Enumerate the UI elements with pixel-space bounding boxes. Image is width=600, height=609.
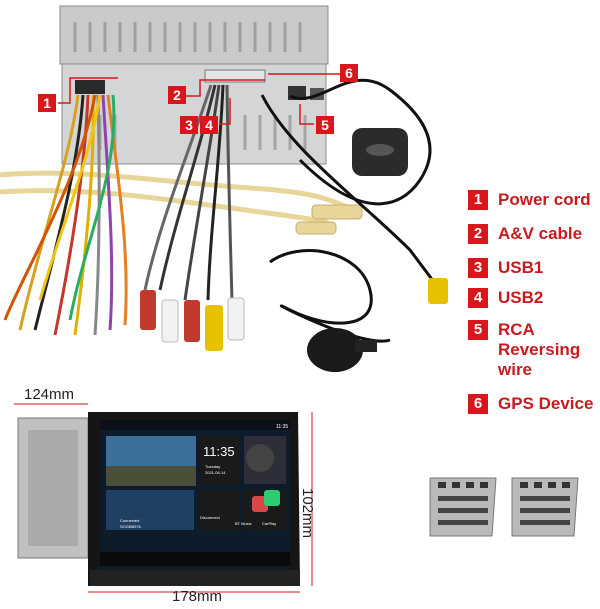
callout-3: 3	[180, 116, 198, 134]
legend-badge: 3	[468, 258, 488, 278]
reversing-wire	[260, 94, 442, 291]
legend-item-power-cord: 1 Power cord	[468, 190, 591, 210]
legend-label: USB2	[498, 288, 544, 307]
screen-weekday: Tuesday	[205, 464, 220, 469]
legend-badge: 6	[468, 394, 488, 414]
head-unit-front	[17, 412, 300, 586]
callout-4: 4	[200, 116, 218, 134]
callout-2: 2	[168, 86, 186, 104]
disconnect-label: Disconnect	[200, 515, 221, 520]
legend-item-rca-reversing-wire: 5 RCA Reversing wire	[468, 320, 580, 380]
legend-label: GPS Device	[498, 394, 594, 413]
legend-label: A&V cable	[498, 224, 583, 243]
gps-antenna	[289, 78, 432, 206]
legend-badge: 2	[468, 224, 488, 244]
legend-badge: 1	[468, 190, 488, 210]
screen-text: 11:35 11:35 Tuesday 2021-06-14 Connected…	[120, 424, 288, 529]
carplay-label: CarPlay	[262, 521, 276, 526]
device-name: SOGBB576	[120, 524, 142, 529]
legend-item-usb1: 3 USB1	[468, 258, 543, 278]
screen-date: 2021-06-14	[205, 470, 226, 475]
legend-badge: 4	[468, 288, 488, 308]
bt-music-label: BT Music	[235, 521, 252, 526]
microphone	[269, 249, 391, 372]
power-cord-wires	[3, 94, 128, 336]
connected-label: Connected	[120, 518, 139, 523]
dimension-depth: 124mm	[24, 386, 75, 403]
callout-connectors	[58, 73, 340, 125]
rca-plugs	[140, 290, 245, 351]
screen-clock: 11:35	[203, 444, 235, 459]
legend-item-usb2: 4 USB2	[468, 288, 543, 308]
callout-1: 1	[38, 94, 56, 112]
legend-badge: 5	[468, 320, 488, 340]
legend-label: Power cord	[498, 190, 591, 209]
dimension-width: 178mm	[172, 588, 223, 605]
dimension-lines	[14, 403, 313, 593]
legend-item-av-cable: 2 A&V cable	[468, 224, 582, 244]
legend-item-gps-device: 6 GPS Device	[468, 394, 593, 414]
mounting-brackets	[429, 477, 579, 537]
legend-label: USB1	[498, 258, 544, 277]
av-cable-wires	[143, 84, 234, 301]
callout-6: 6	[340, 64, 358, 82]
callout-5: 5	[316, 116, 334, 134]
legend-label: RCA Reversing wire	[498, 320, 581, 379]
dimension-height: 102mm	[299, 488, 316, 539]
status-time: 11:35	[276, 424, 288, 430]
